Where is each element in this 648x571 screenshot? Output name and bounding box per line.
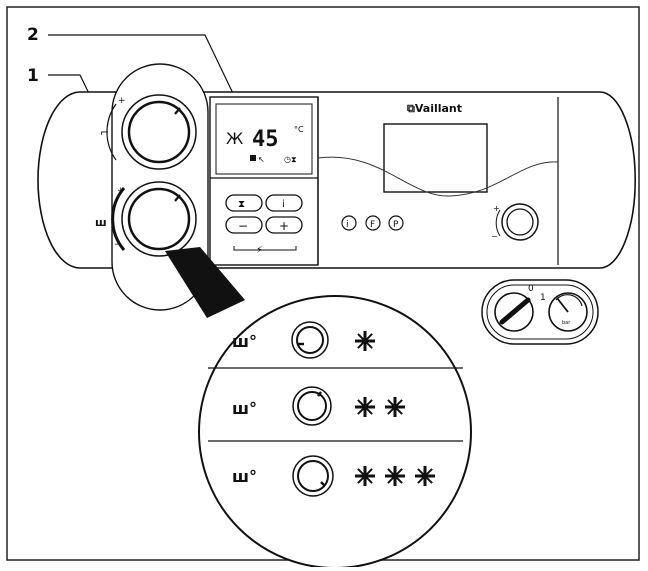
snowflake-icon — [355, 466, 375, 486]
zoom-row-2-pointer — [317, 391, 322, 397]
lcd-temperature: 45 — [252, 127, 279, 152]
pressure-gauge: bar — [548, 292, 588, 332]
pressure-gauge-needle — [556, 297, 569, 313]
heating-scale-arc — [111, 187, 126, 251]
hot-water-knob-dial — [127, 100, 191, 164]
heating-minus-mark: − — [114, 240, 122, 250]
hot-water-knob-pointer — [174, 107, 181, 115]
circle-button-p-label: P — [393, 220, 399, 230]
zoom-row-3-pointer — [320, 481, 326, 487]
pressure-gauge-unit: bar — [562, 320, 571, 326]
zoom-row-3-snowflakes — [355, 466, 435, 486]
callout-label-2: 2 — [27, 25, 39, 45]
snowflake-center — [362, 338, 368, 344]
zoom-row-2-snowflakes — [355, 397, 405, 417]
snowflake-icon — [355, 397, 375, 417]
hot-water-plus-mark: + — [118, 96, 126, 106]
chimney-sweep-icon: ⚡ — [256, 245, 263, 256]
right-knob-plus-mark: + — [493, 204, 500, 213]
zoom-row-2-knob — [297, 391, 327, 421]
brand-logo: ⧉Vaillant — [407, 102, 462, 115]
circle-button-f-shape — [365, 215, 381, 231]
hot-water-knob[interactable] — [121, 94, 197, 170]
snowflake-center — [422, 473, 428, 479]
panel-curve — [317, 156, 559, 197]
snowflake-icon — [415, 466, 435, 486]
button-bracket — [233, 246, 297, 251]
circle-button-f[interactable]: F — [365, 215, 381, 231]
minus-button-label: − — [238, 219, 248, 233]
pressure-gauge-scale — [555, 294, 583, 307]
snowflake-icon — [355, 331, 375, 351]
zoom-row-1-knob — [296, 326, 324, 354]
circle-button-i-label: i — [346, 220, 349, 230]
snowflake-center — [392, 404, 398, 410]
plus-button-label: + — [279, 219, 289, 233]
right-rotary-knob[interactable] — [501, 203, 539, 241]
callout-line-2 — [48, 34, 241, 109]
info-button-shape — [265, 194, 303, 212]
flame-icon: Ж — [226, 129, 243, 148]
heating-knob-dial — [127, 187, 191, 251]
heating-knob[interactable] — [121, 181, 197, 257]
main-switch[interactable] — [494, 292, 534, 332]
circle-button-f-label: F — [370, 220, 375, 230]
right-knob-inner — [506, 208, 534, 236]
plus-button-shape — [265, 216, 303, 234]
right-knob-scale-arc — [495, 209, 501, 237]
zoom-row-1-snowflakes — [355, 331, 375, 351]
mode-button[interactable]: ⧗ — [225, 194, 263, 212]
info-button[interactable]: i — [265, 194, 303, 212]
tap-icon: ⌐ — [100, 126, 109, 139]
switch-on-mark: 1 — [540, 293, 546, 303]
circle-button-i[interactable]: i — [341, 215, 357, 231]
switch-off-mark: 0 — [528, 284, 534, 294]
circle-button-i-shape — [341, 215, 357, 231]
snowflake-center — [362, 404, 368, 410]
right-knob-minus-mark: − — [491, 232, 498, 241]
snowflake-center — [392, 473, 398, 479]
snowflake-icon — [385, 466, 405, 486]
mode-button-shape — [225, 194, 263, 212]
mode-button-label: ⧗ — [238, 199, 245, 210]
clock-icon: ◷⧗ — [284, 155, 297, 164]
plus-button[interactable]: + — [265, 216, 303, 234]
radiator-icon: ш — [95, 216, 107, 229]
info-button-label: i — [282, 199, 285, 210]
callout-label-1: 1 — [27, 66, 39, 86]
lcd-radiator-indicator — [250, 155, 256, 161]
minus-button-shape — [225, 216, 263, 234]
lcd-display — [215, 103, 313, 175]
zoom-row-3-knob — [297, 460, 329, 492]
zoom-wedge — [165, 247, 245, 318]
wrench-icon: ↖ — [258, 155, 265, 164]
switch-gauge-inner-border — [486, 284, 594, 340]
circle-button-p[interactable]: P — [388, 215, 404, 231]
snowflake-icon — [385, 397, 405, 417]
main-switch-lever — [499, 297, 531, 325]
zoom-row-1-radiator-icon: ш° — [232, 332, 257, 351]
heating-knob-pointer — [174, 194, 181, 202]
zoom-row-2-radiator-icon: ш° — [232, 399, 257, 418]
lcd-unit: °C — [294, 125, 304, 134]
hot-water-scale-arc — [106, 103, 117, 161]
minus-button[interactable]: − — [225, 216, 263, 234]
info-window — [383, 123, 488, 193]
snowflake-center — [362, 473, 368, 479]
heating-plus-mark: + — [117, 186, 125, 196]
zoom-row-3-radiator-icon: ш° — [232, 467, 257, 486]
circle-button-p-shape — [388, 215, 404, 231]
